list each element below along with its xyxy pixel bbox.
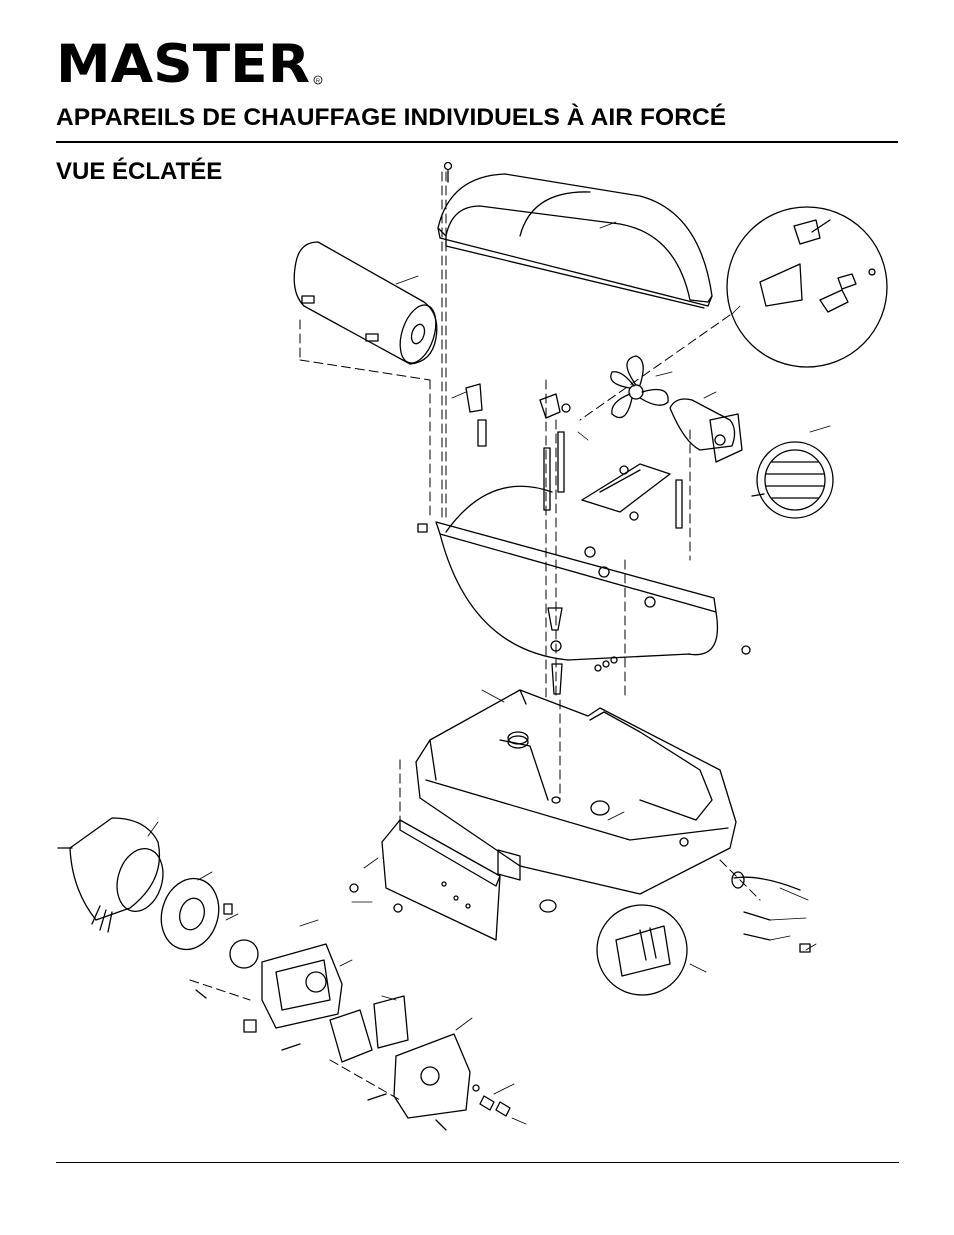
fan-motor xyxy=(669,398,743,463)
fan-blade xyxy=(610,355,669,419)
lower-housing-shell xyxy=(417,485,751,661)
combustion-chamber xyxy=(293,241,438,365)
pump-plates xyxy=(160,877,511,1131)
page-title: APPAREILS DE CHAUFFAGE INDIVIDUELS À AIR… xyxy=(56,104,727,131)
master-logo: MASTER R xyxy=(56,38,323,88)
pump-motor xyxy=(57,817,164,933)
header-rule xyxy=(56,141,898,143)
part-leader-lines xyxy=(147,221,831,1125)
circuit-board-detail xyxy=(596,904,688,996)
logo-wordmark: MASTER xyxy=(56,38,310,88)
igniter-bracket xyxy=(465,383,571,447)
power-cord xyxy=(731,871,811,953)
registered-mark: R xyxy=(316,79,320,85)
fuel-fitting-detail xyxy=(726,206,888,368)
upper-housing-shell xyxy=(437,161,713,309)
assembly-lines xyxy=(189,171,761,1101)
footer-rule xyxy=(56,1162,899,1163)
nozzle-assembly xyxy=(547,607,618,695)
fuel-tank xyxy=(415,689,737,895)
front-panel xyxy=(349,819,557,941)
registered-mark-circle xyxy=(313,75,323,85)
fan-guard xyxy=(751,441,834,519)
motor-bracket xyxy=(581,463,671,521)
tie-rods xyxy=(543,431,683,529)
section-title: VUE ÉCLATÉE xyxy=(56,158,223,185)
